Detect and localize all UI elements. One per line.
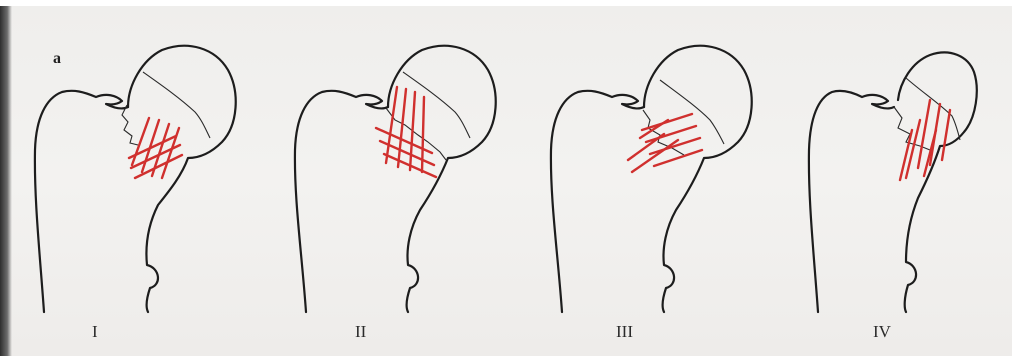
trabecular-lines	[129, 118, 182, 178]
femoral-head	[128, 46, 236, 312]
physeal-line	[143, 72, 210, 138]
femoral-head	[644, 46, 752, 312]
stage-label-2: II	[355, 322, 366, 342]
femur-outline	[295, 91, 388, 312]
femur-stage-3	[551, 46, 752, 312]
femur-stage-4	[809, 52, 977, 312]
stage-label-4: IV	[873, 322, 891, 342]
panel-label: a	[53, 50, 61, 68]
femoral-head	[898, 52, 977, 312]
femur-outline	[35, 91, 128, 312]
trabecular-lines	[376, 87, 436, 177]
stage-label-1: I	[92, 322, 98, 342]
femoral-head	[388, 46, 496, 312]
physeal-line	[906, 78, 960, 140]
stage-label-3: III	[616, 322, 633, 342]
femur-stage-1	[35, 46, 236, 312]
femur-outline	[551, 91, 644, 312]
fracture-line	[386, 108, 446, 160]
trabecular-lines	[628, 114, 702, 172]
femur-stage-2	[295, 46, 496, 312]
fracture-line	[122, 105, 138, 145]
femur-outline	[809, 91, 894, 312]
